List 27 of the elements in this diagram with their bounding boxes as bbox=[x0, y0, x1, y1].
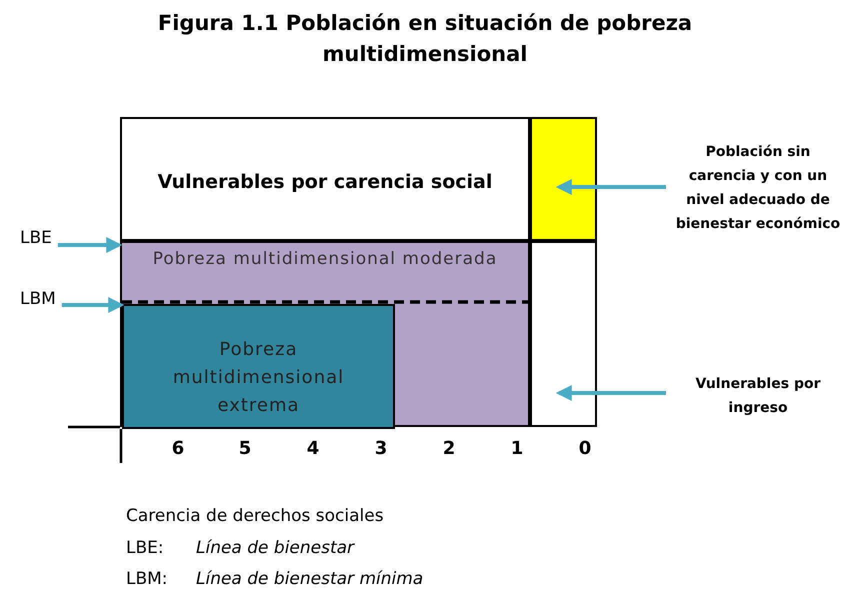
axis-tick-label: 1 bbox=[510, 438, 524, 459]
axis-title: Carencia de derechos sociales bbox=[126, 506, 384, 526]
callout-text: Población sin carencia y con un nivel adecuado de bienestar económico bbox=[674, 143, 842, 234]
axis-tick-label: 2 bbox=[442, 438, 456, 459]
title: Figura 1.1 Población en situación de pobreza multidimensional bbox=[156, 10, 694, 68]
line-label: LBM bbox=[20, 289, 56, 309]
region-label: Vulnerables por carencia social bbox=[156, 171, 494, 193]
callout-text: Vulnerables por ingreso bbox=[694, 375, 822, 418]
line-label: LBE bbox=[20, 228, 52, 248]
legend-text: Línea de bienestar bbox=[196, 538, 354, 558]
arrow bbox=[58, 237, 122, 253]
axis-tick-label: 0 bbox=[578, 438, 592, 459]
chart-region bbox=[120, 241, 530, 427]
axis-tick-label: 5 bbox=[238, 438, 252, 459]
axis-tick-label: 6 bbox=[172, 438, 184, 459]
legend-text: LBM: bbox=[126, 569, 168, 589]
arrow bbox=[62, 297, 124, 313]
chart-region bbox=[120, 117, 530, 241]
chart-region bbox=[122, 304, 395, 429]
axis-tick-label: 4 bbox=[306, 438, 320, 459]
legend-text: LBE: bbox=[126, 538, 164, 558]
arrow bbox=[556, 179, 666, 195]
region-label: Pobreza multidimensional extrema bbox=[172, 338, 346, 418]
arrow bbox=[556, 385, 666, 401]
region-label: Pobreza multidimensional moderada bbox=[152, 248, 498, 271]
axis-tick-label: 3 bbox=[374, 438, 388, 459]
legend-text: Línea de bienestar mínima bbox=[196, 569, 424, 589]
